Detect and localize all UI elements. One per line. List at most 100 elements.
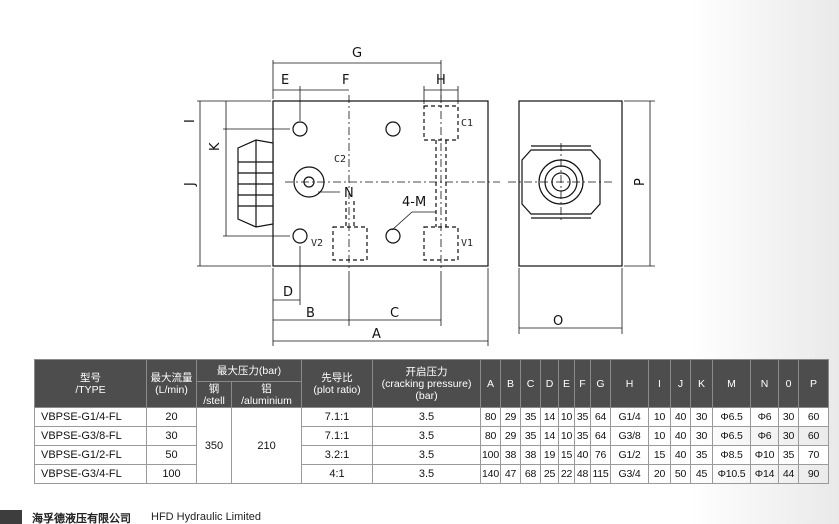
cell-dim-k: 30	[690, 426, 714, 446]
cell-dim-p: 60	[798, 426, 830, 446]
cell-dim-n: Φ10	[750, 445, 780, 465]
dim-label-g: G	[352, 46, 362, 61]
header-cracking: 开启压力(cracking pressure)(bar)	[372, 359, 482, 408]
header-dim-p: P	[798, 359, 830, 408]
mount-hole-top-left	[292, 121, 308, 137]
cell-dim-k: 35	[690, 445, 714, 465]
cell-dim-d: 25	[540, 464, 560, 484]
cell-dim-n: Φ14	[750, 464, 780, 484]
dim-label-k: K	[208, 142, 223, 151]
cell-type: VBPSE-G3/8-FL	[34, 426, 147, 446]
cell-dim-c: 38	[520, 445, 542, 465]
cell-dim-a: 100	[480, 445, 502, 465]
cell-dim-f: 35	[574, 426, 592, 446]
cell-dim-j: 40	[670, 426, 692, 446]
cell-dim-k: 30	[690, 407, 714, 427]
cell-ratio: 7.1:1	[301, 426, 374, 446]
cell-type: VBPSE-G3/4-FL	[34, 464, 147, 484]
cell-dim-d: 14	[540, 407, 560, 427]
cell-dim-e: 15	[558, 445, 576, 465]
cell-dim-0: 30	[778, 407, 800, 427]
header-steel: 钢/stell	[196, 381, 232, 408]
dim-label-e: E	[281, 73, 289, 88]
dim-label-h: H	[436, 73, 446, 88]
header-flow: 最大流量(L/min)	[146, 359, 197, 408]
cell-dim-a: 140	[480, 464, 502, 484]
cell-flow: 100	[146, 464, 197, 484]
mount-hole-bottom-left	[292, 228, 308, 244]
header-dim-g: G	[590, 359, 612, 408]
cell-flow: 30	[146, 426, 197, 446]
cell-dim-j: 40	[670, 407, 692, 427]
cell-dim-d: 14	[540, 426, 560, 446]
header-dim-n: N	[750, 359, 780, 408]
header-dim-m: M	[712, 359, 752, 408]
footer-logo-block	[0, 510, 22, 524]
header-dim-h: H	[610, 359, 650, 408]
dim-label-a: A	[372, 327, 381, 342]
header-ratio: 先导比(plot ratio)	[301, 359, 374, 408]
cell-dim-c: 35	[520, 426, 542, 446]
dim-label-i: I	[183, 119, 198, 123]
cell-dim-b: 29	[500, 407, 522, 427]
cell-aluminium-pressure: 210	[230, 407, 303, 484]
cell-dim-j: 40	[670, 445, 692, 465]
dim-label-b: B	[306, 306, 315, 321]
cell-cracking: 3.5	[372, 407, 482, 427]
cell-dim-i: 20	[648, 464, 672, 484]
cell-dim-h: G3/8	[610, 426, 650, 446]
dim-label-o: O	[553, 314, 563, 329]
cell-ratio: 3.2:1	[301, 445, 374, 465]
cell-dim-c: 68	[520, 464, 542, 484]
cell-type: VBPSE-G1/2-FL	[34, 445, 147, 465]
cell-dim-c: 35	[520, 407, 542, 427]
cell-flow: 20	[146, 407, 197, 427]
cell-dim-e: 22	[558, 464, 576, 484]
cell-dim-g: 115	[590, 464, 612, 484]
header-dim-f: F	[574, 359, 592, 408]
cell-dim-m: Φ10.5	[712, 464, 752, 484]
header-dim-a: A	[480, 359, 502, 408]
cell-flow: 50	[146, 445, 197, 465]
header-dim-d: D	[540, 359, 560, 408]
label-n: N	[344, 186, 354, 201]
cell-dim-j: 50	[670, 464, 692, 484]
port-v2	[332, 226, 368, 261]
mount-hole-top-right	[385, 121, 401, 137]
port-label-v1: V1	[461, 238, 473, 249]
dim-label-f: F	[342, 73, 349, 88]
cell-dim-g: 64	[590, 407, 612, 427]
cell-dim-b: 29	[500, 426, 522, 446]
cell-dim-g: 76	[590, 445, 612, 465]
port-label-c2: C2	[334, 154, 346, 165]
cell-dim-i: 10	[648, 426, 672, 446]
cell-dim-d: 19	[540, 445, 560, 465]
dimension-labels: G E F H I K J D B C A O P C1 C2 N 4-M V1…	[183, 46, 648, 342]
cell-type: VBPSE-G1/4-FL	[34, 407, 147, 427]
cell-dim-h: G1/2	[610, 445, 650, 465]
header-dim-j: J	[670, 359, 692, 408]
cell-dim-m: Φ6.5	[712, 426, 752, 446]
header-aluminium: 铝/aluminium	[230, 381, 303, 408]
cell-dim-0: 35	[778, 445, 800, 465]
cell-dim-b: 47	[500, 464, 522, 484]
cell-dim-p: 90	[798, 464, 830, 484]
cell-dim-m: Φ6.5	[712, 407, 752, 427]
dim-label-c: C	[390, 306, 399, 321]
cell-dim-b: 38	[500, 445, 522, 465]
port-label-c1: C1	[461, 118, 473, 129]
valve-technical-drawing: G E F H I K J D B C A O P C1 C2 N 4-M V1…	[183, 46, 655, 346]
footer: 海孚德液压有限公司 HFD Hydraulic Limited	[0, 508, 839, 524]
cell-ratio: 4:1	[301, 464, 374, 484]
cell-dim-f: 35	[574, 407, 592, 427]
header-pressure: 最大压力(bar)	[195, 359, 303, 382]
company-name-cn: 海孚德液压有限公司	[32, 512, 131, 524]
cell-dim-i: 10	[648, 407, 672, 427]
cell-dim-n: Φ6	[750, 426, 780, 446]
cell-cracking: 3.5	[372, 426, 482, 446]
cell-dim-a: 80	[480, 426, 502, 446]
